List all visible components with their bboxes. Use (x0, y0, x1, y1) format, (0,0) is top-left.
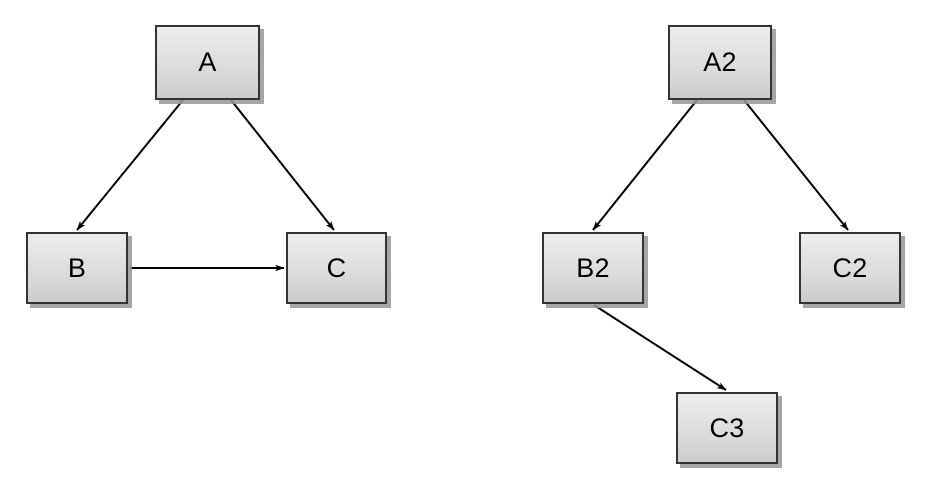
node-b2[interactable]: B2 (542, 232, 644, 304)
node-label: C (326, 252, 347, 283)
node-b[interactable]: B (26, 232, 128, 304)
edge-a-to-b[interactable] (76, 99, 184, 231)
node-a[interactable]: A (155, 25, 260, 100)
edge-a-to-c[interactable] (230, 99, 335, 231)
node-label: B (67, 252, 87, 283)
node-label: C3 (709, 412, 745, 443)
node-label: A (198, 47, 217, 77)
node-label: A2 (703, 47, 737, 77)
node-label: C2 (832, 252, 868, 283)
node-c3[interactable]: C3 (676, 392, 778, 464)
edge-b2-to-c3[interactable] (593, 304, 727, 391)
edge-a2-to-c2[interactable] (743, 99, 849, 231)
node-a2[interactable]: A2 (668, 25, 772, 100)
edges-group (76, 99, 849, 391)
node-c[interactable]: C (286, 232, 387, 304)
node-c2[interactable]: C2 (799, 232, 901, 304)
edge-a2-to-b2[interactable] (592, 99, 698, 231)
node-label: B2 (576, 252, 610, 283)
